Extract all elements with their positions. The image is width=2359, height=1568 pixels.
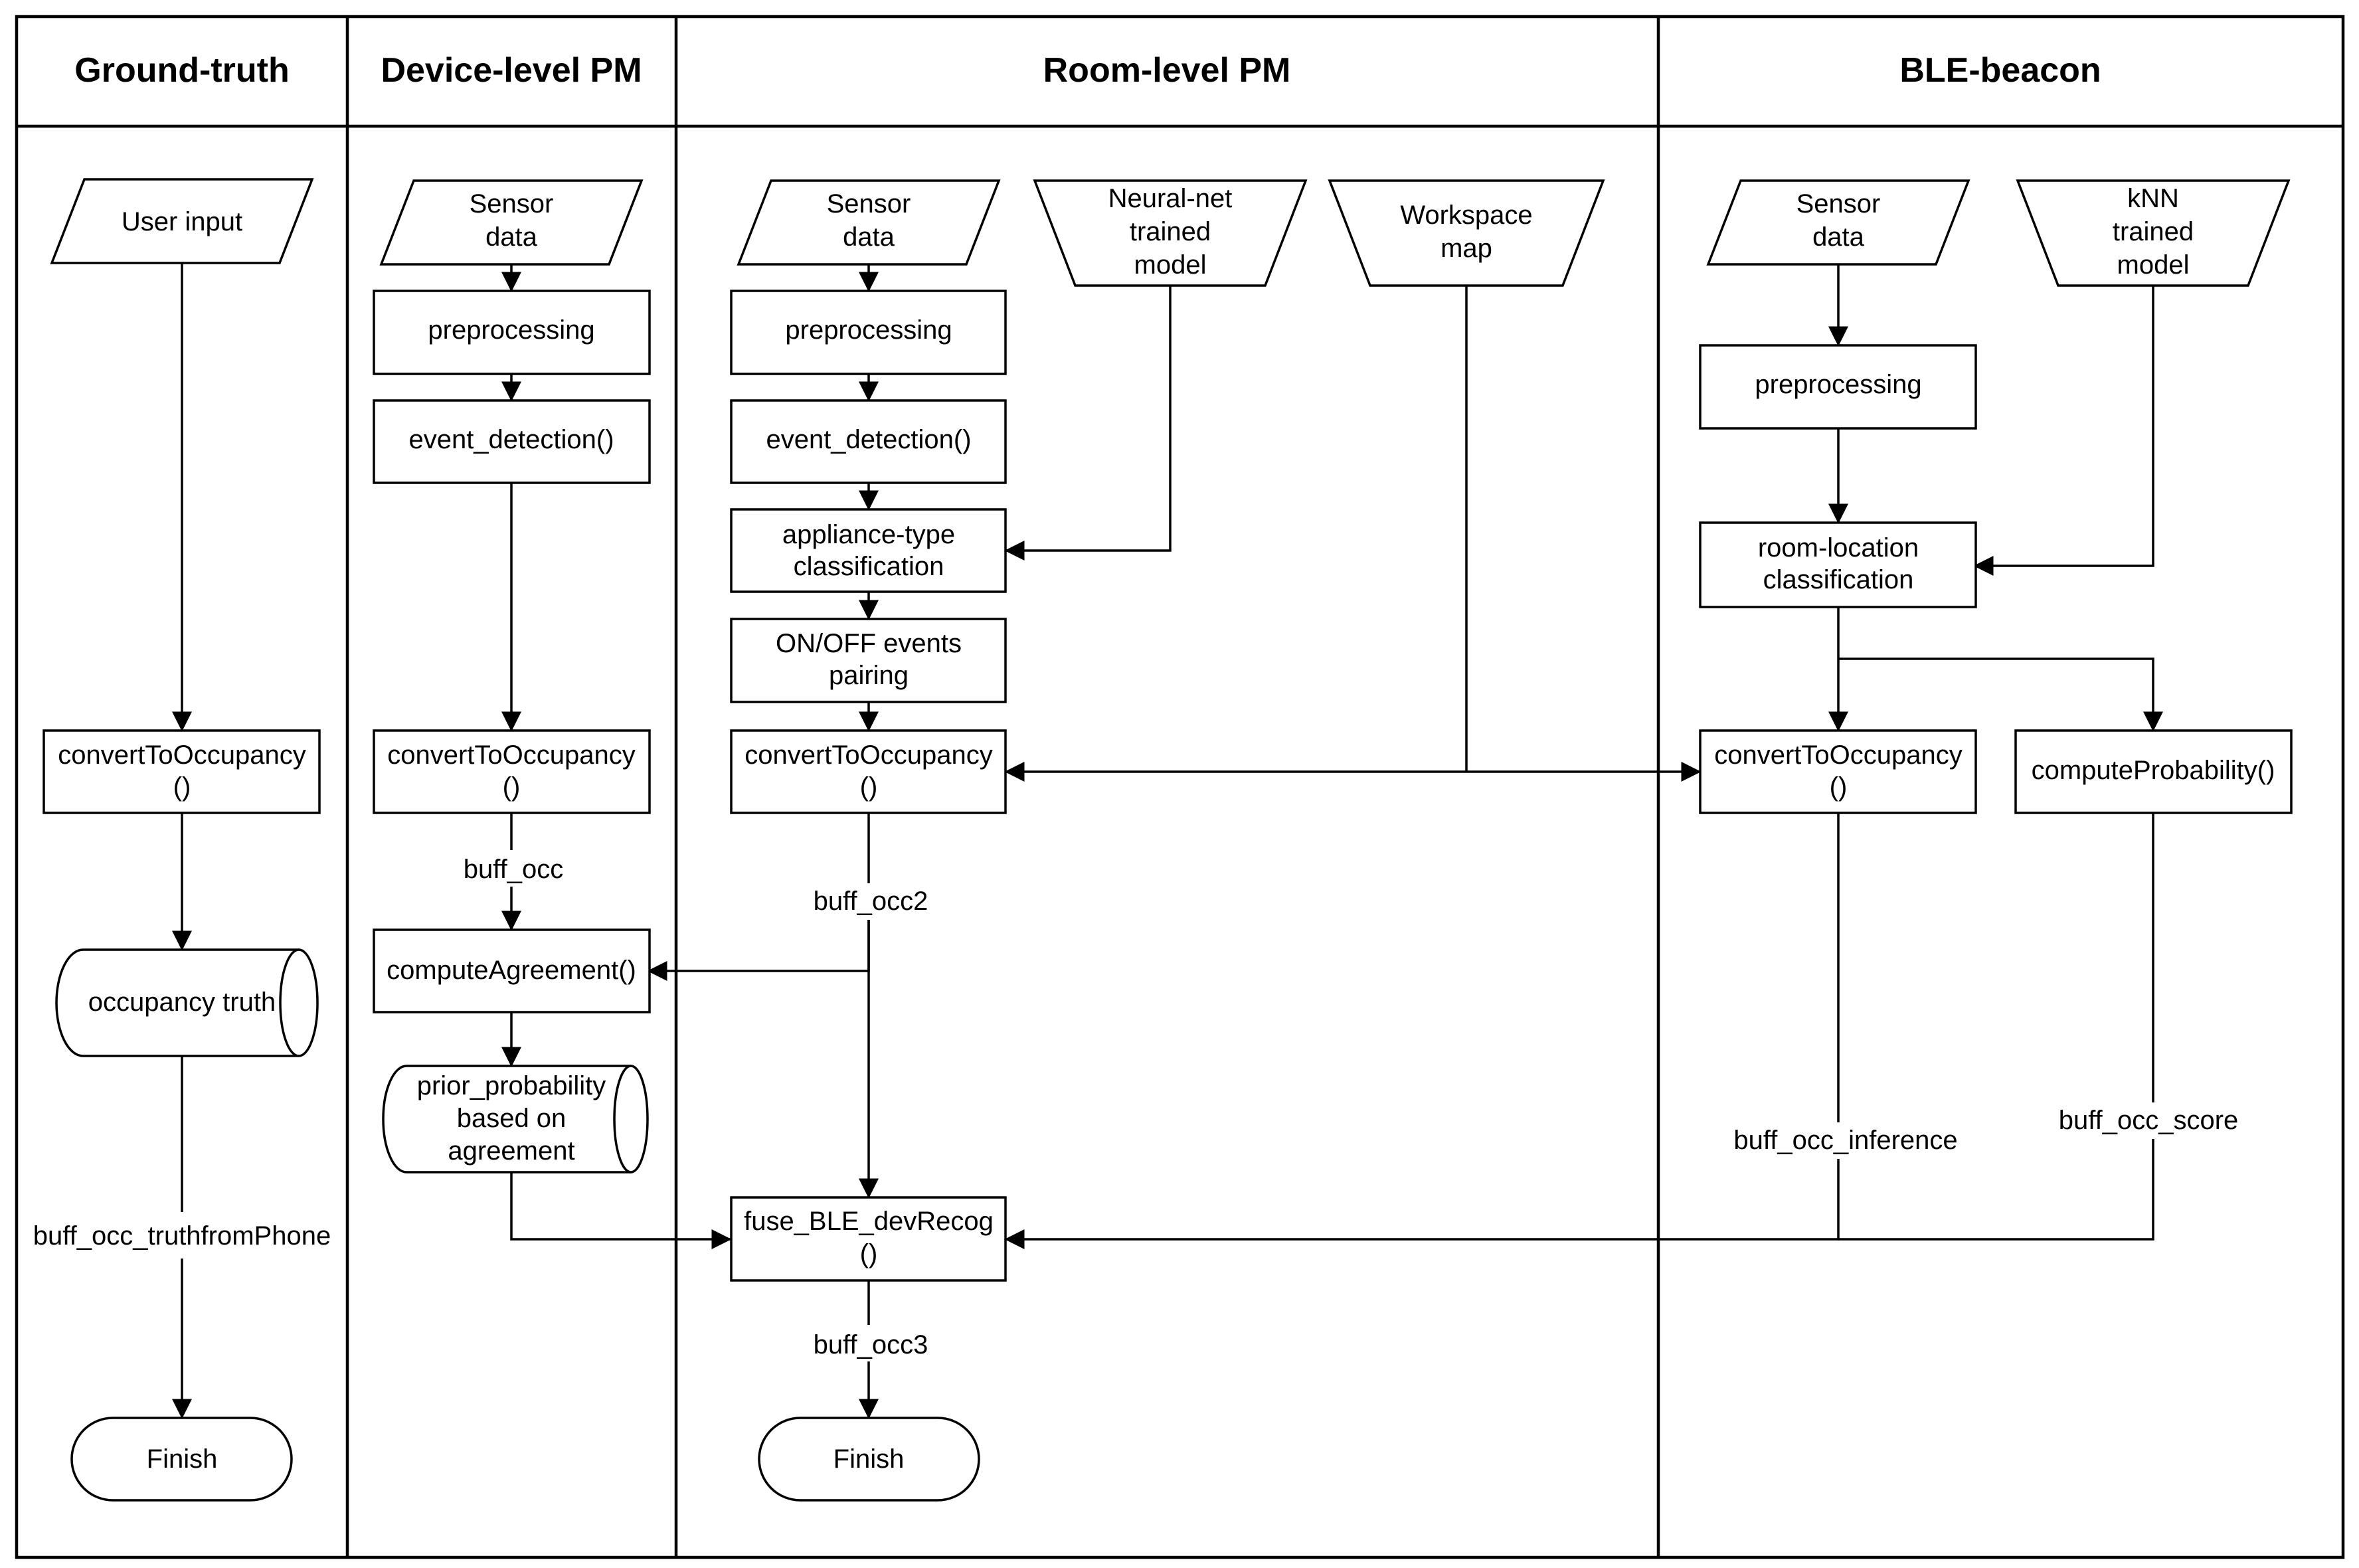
label-backing (809, 885, 932, 917)
ble-sensor-data-label-2: data (1812, 222, 1865, 252)
room-event-detection-node: event_detection() (730, 399, 1007, 484)
edge-neural-net-to-appliance (1004, 286, 1172, 561)
room-sensor-data-node: Sensor data (737, 179, 1001, 266)
gt-convert-label-1: convertToOccupancy (58, 740, 306, 770)
ble-room-classification-label-2: classification (1763, 565, 1914, 594)
room-finish-label: Finish (833, 1444, 905, 1474)
room-onoff-pairing-label-2: pairing (829, 661, 909, 690)
lane-header-ble-beacon: BLE-beacon (1899, 51, 2101, 90)
gt-occupancy-truth-node: occupancy truth (55, 948, 319, 1057)
room-finish-node: Finish (758, 1417, 980, 1502)
dev-compute-agreement-label: computeAgreement() (387, 956, 636, 985)
label-backing (1729, 1124, 1962, 1156)
ble-preprocessing-label: preprocessing (1755, 370, 1921, 399)
edge-prior-to-fuse (510, 1172, 732, 1249)
room-appliance-classification-label-2: classification (794, 552, 944, 581)
gt-convert-label-2: () (173, 772, 191, 802)
room-preprocessing-label: preprocessing (785, 315, 952, 345)
edge-room-to-probability (1838, 657, 2163, 732)
room-appliance-classification-label-1: appliance-type (782, 520, 955, 549)
dev-convert-node: convertToOccupancy () (373, 729, 651, 814)
dev-preprocessing-node: preprocessing (373, 290, 651, 375)
dev-prior-probability-label-3: agreement (448, 1136, 574, 1166)
gt-finish-label: Finish (147, 1444, 218, 1474)
ble-convert-label-2: () (1830, 772, 1848, 802)
ble-compute-probability-label: computeProbability() (2032, 756, 2275, 785)
room-sensor-data-label-2: data (843, 222, 895, 252)
ble-knn-label-2: trained (2113, 217, 2194, 246)
ble-convert-label-1: convertToOccupancy (1714, 740, 1963, 770)
dev-event-detection-label: event_detection() (408, 425, 614, 454)
gt-user-input-label: User input (122, 207, 242, 236)
room-convert-label-2: () (860, 772, 878, 802)
gt-finish-node: Finish (70, 1417, 293, 1502)
edge-inference-to-fuse (1004, 1159, 1840, 1249)
room-onoff-pairing-label-1: ON/OFF events (776, 629, 962, 658)
ble-sensor-data-node: Sensor data (1706, 179, 1970, 266)
room-neural-net-label-3: model (1134, 250, 1207, 280)
dev-convert-label-1: convertToOccupancy (387, 740, 636, 770)
dev-prior-probability-node: prior_probability based on agreement (382, 1065, 649, 1174)
label-backing (2054, 1104, 2243, 1136)
room-appliance-classification-node: appliance-type classification (730, 508, 1007, 593)
dev-convert-label-2: () (503, 772, 521, 802)
label-backing (29, 1220, 335, 1252)
lane-header-device-level-pm: Device-level PM (381, 51, 642, 90)
gt-occupancy-truth-label: occupancy truth (88, 988, 276, 1017)
edge-score-to-fuse (1838, 1139, 2154, 1241)
dev-buff-label: buff_occ (464, 855, 564, 884)
ble-knn-node: kNN trained model (2016, 179, 2291, 287)
lane-header-room-level-pm: Room-level PM (1043, 51, 1291, 90)
room-workspace-map-label-2: map (1441, 234, 1492, 263)
room-event-detection-label: event_detection() (766, 425, 971, 454)
ble-preprocessing-node: preprocessing (1699, 344, 1977, 430)
lane-header-ground-truth: Ground-truth (74, 51, 289, 90)
connectors (172, 263, 2163, 1419)
room-neural-net-label-2: trained (1130, 217, 1211, 246)
dev-prior-probability-label-2: based on (457, 1104, 567, 1133)
room-neural-net-label-1: Neural-net (1108, 184, 1233, 213)
ble-sensor-data-label-1: Sensor (1796, 189, 1881, 218)
room-fuse-node: fuse_BLE_devRecog () (730, 1196, 1007, 1282)
dev-sensor-data-node: Sensor data (379, 179, 644, 266)
room-convert-label-1: convertToOccupancy (744, 740, 993, 770)
dev-compute-agreement-node: computeAgreement() (373, 928, 651, 1013)
ble-room-classification-label-1: room-location (1758, 533, 1919, 563)
gt-buff-label: buff_occ_truthfromPhone (33, 1221, 331, 1251)
room-fuse-label-1: fuse_BLE_devRecog (744, 1207, 994, 1236)
room-buff-occ3-label: buff_occ3 (814, 1330, 928, 1359)
ble-knn-label-1: kNN (2127, 184, 2179, 213)
label-backing (809, 1329, 932, 1361)
dev-prior-probability-label-1: prior_probability (417, 1071, 606, 1100)
dev-event-detection-node: event_detection() (373, 399, 651, 484)
dev-preprocessing-label: preprocessing (428, 315, 594, 345)
room-preprocessing-node: preprocessing (730, 290, 1007, 375)
ble-convert-node: convertToOccupancy () (1699, 729, 1977, 814)
dev-sensor-data-label-1: Sensor (470, 189, 554, 218)
gt-user-input-node: User input (50, 178, 314, 264)
room-onoff-pairing-node: ON/OFF events pairing (730, 618, 1007, 703)
swimlane-frame (15, 15, 2345, 1559)
room-fuse-label-2: () (860, 1239, 878, 1268)
room-sensor-data-label-1: Sensor (827, 189, 911, 218)
ble-buff-inference-label: buff_occ_inference (1733, 1126, 1957, 1155)
dev-sensor-data-label-2: data (485, 222, 538, 252)
ble-compute-probability-node: computeProbability() (2014, 729, 2293, 814)
edge-buff2-to-agreement (647, 920, 870, 981)
ble-room-classification-node: room-location classification (1699, 521, 1977, 608)
ble-knn-label-3: model (2117, 250, 2190, 280)
label-backing (459, 853, 568, 885)
ble-buff-score-label: buff_occ_score (2059, 1106, 2239, 1135)
room-buff-occ2-label: buff_occ2 (814, 887, 928, 916)
room-workspace-map-label-1: Workspace (1400, 201, 1532, 230)
gt-convert-node: convertToOccupancy () (43, 729, 321, 814)
room-convert-node: convertToOccupancy () (730, 729, 1007, 814)
room-neural-net-node: Neural-net trained model (1033, 179, 1308, 287)
room-workspace-map-node: Workspace map (1328, 179, 1605, 287)
edge-knn-to-room (1973, 286, 2154, 576)
